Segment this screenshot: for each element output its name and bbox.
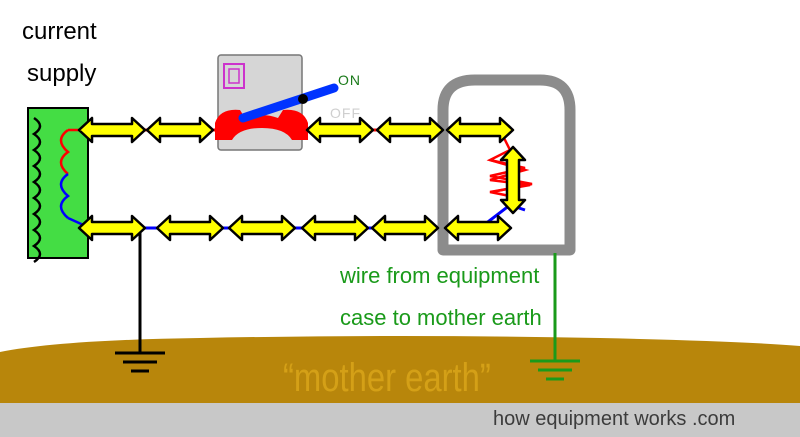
- double-arrow-icon: [370, 214, 440, 242]
- double-arrow-icon: [77, 214, 147, 242]
- double-arrow-icon: [443, 214, 513, 242]
- double-arrow-icon: [375, 116, 445, 144]
- switch-off-label: OFF: [330, 105, 361, 121]
- supply-label-line2: supply: [27, 60, 97, 87]
- switch-on-label: ON: [338, 72, 361, 88]
- double-arrow-icon: [445, 116, 515, 144]
- lamp-indicator-icon: [223, 63, 245, 89]
- current-supply-box: [27, 107, 91, 264]
- double-arrow-icon: [305, 116, 375, 144]
- coil-icon: [31, 116, 91, 264]
- double-arrow-icon: [227, 214, 297, 242]
- earth-label: “mother earth”: [283, 356, 491, 400]
- ground-wire-label-line2: case to mother earth: [340, 305, 542, 330]
- double-arrow-icon: [300, 214, 370, 242]
- footer-credit: how equipment works .com: [493, 408, 736, 430]
- switch-contact: [215, 109, 308, 140]
- earth-ground: [0, 336, 800, 404]
- double-arrow-icon: [145, 116, 215, 144]
- switch: [215, 54, 339, 151]
- double-arrow-icon: [155, 214, 225, 242]
- switch-handle: [238, 83, 339, 123]
- ground-symbol-icon: [530, 359, 580, 381]
- ground-symbol-icon: [115, 351, 165, 373]
- supply-label-line1: current: [22, 18, 97, 45]
- equipment-case: [437, 74, 576, 256]
- double-arrow-icon: [77, 116, 147, 144]
- footer-bar: [0, 403, 800, 437]
- ground-wire-label-line1: wire from equipment: [340, 263, 540, 288]
